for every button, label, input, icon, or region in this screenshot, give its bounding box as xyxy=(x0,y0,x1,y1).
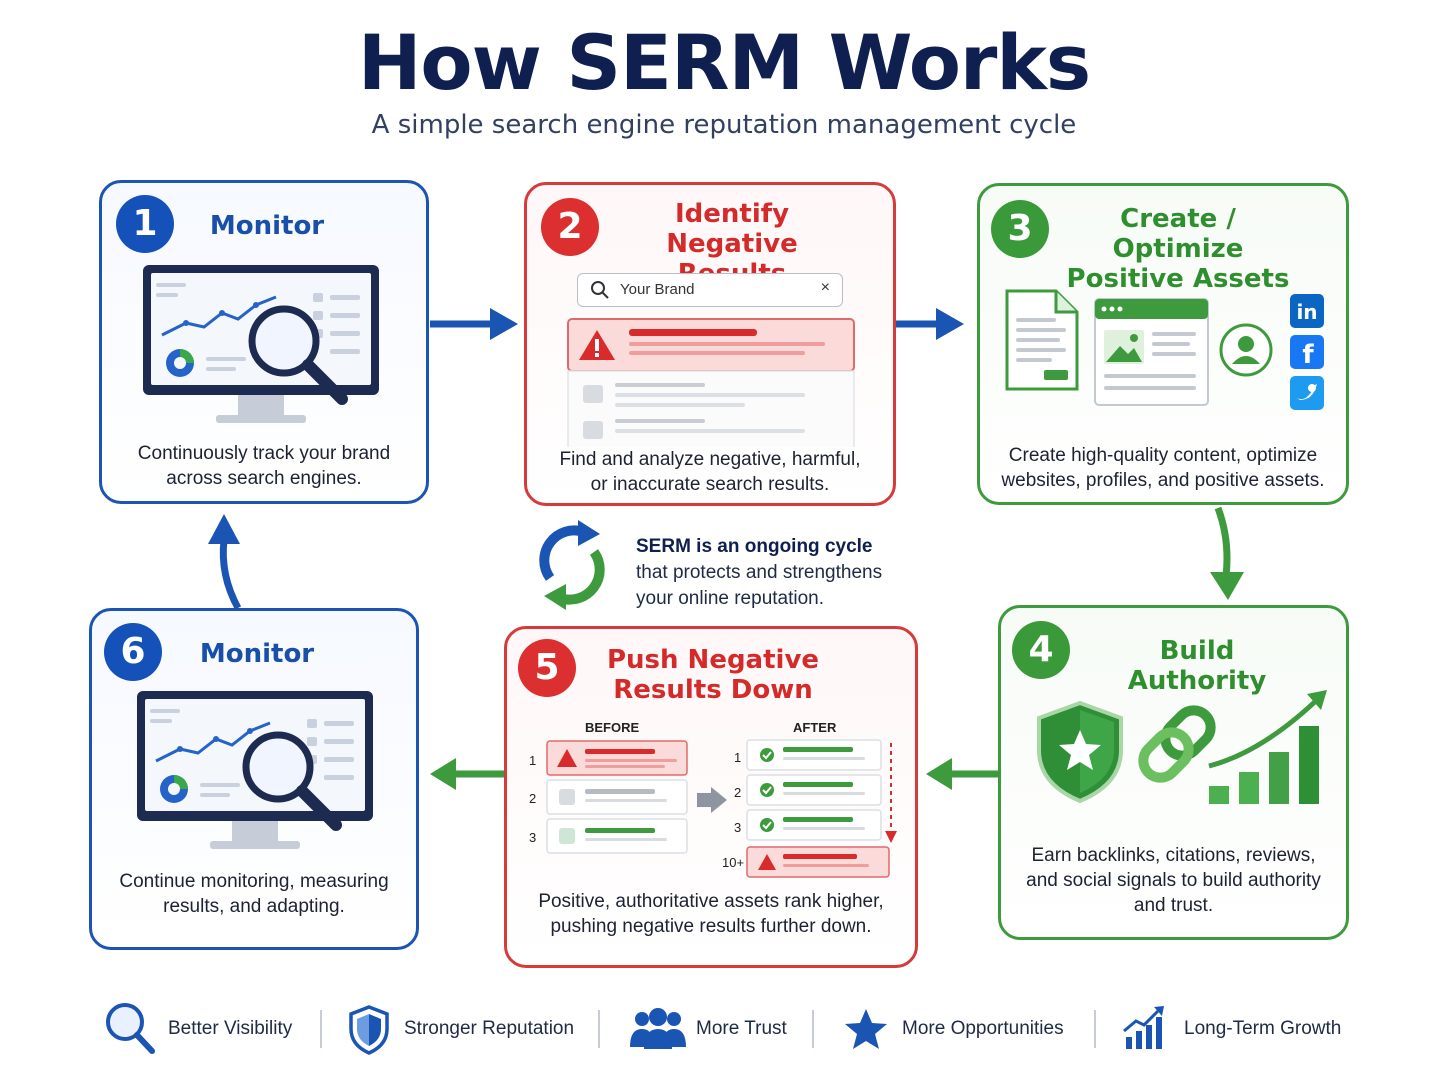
clear-icon[interactable]: × xyxy=(820,279,830,296)
twitter-icon xyxy=(1290,376,1324,410)
svg-text:in: in xyxy=(1296,300,1317,324)
cycle-note: SERM is an ongoing cycle that protects a… xyxy=(636,536,883,609)
benefit-more-opportunities: More Opportunities xyxy=(844,995,1074,1065)
benefit-label: More Trust xyxy=(696,1018,787,1039)
arrow-1-to-2 xyxy=(430,308,518,340)
search-text: Your Brand xyxy=(620,281,695,298)
svg-text:f: f xyxy=(1302,340,1314,369)
monitor-magnifier-icon xyxy=(143,265,379,423)
after-rank: 2 xyxy=(734,785,742,800)
before-rank: 3 xyxy=(529,830,537,845)
after-label: AFTER xyxy=(793,720,837,735)
negative-result-list xyxy=(567,318,855,447)
before-label: BEFORE xyxy=(585,720,640,735)
benefit-better-visibility: Better Visibility xyxy=(104,995,304,1065)
benefit-stronger-reputation: Stronger Reputation xyxy=(348,995,578,1065)
after-rank: 1 xyxy=(734,750,742,765)
people-icon xyxy=(630,1008,686,1049)
divider xyxy=(320,1010,322,1048)
arrow-2-to-3 xyxy=(896,308,964,340)
magnifier-icon xyxy=(106,1003,155,1054)
before-after-ranking xyxy=(546,739,897,878)
monitor-magnifier-icon xyxy=(137,691,373,849)
divider xyxy=(1094,1010,1096,1048)
facebook-icon: f xyxy=(1290,335,1324,369)
step-6-title: Monitor xyxy=(199,639,315,669)
step-1-title: Monitor xyxy=(209,211,325,241)
linkedin-icon: in xyxy=(1290,294,1324,328)
step-5-card: 5 Push Negative Results Down BEFORE AFTE… xyxy=(504,626,918,968)
step-6-desc: Continue monitoring, measuring results, … xyxy=(119,871,389,917)
step-3-card: 3 Create / Optimize Positive Assets in xyxy=(977,183,1349,505)
step-4-card: 4 Build Authority Earn backlinks, citati… xyxy=(998,605,1349,940)
step-4-desc: Earn backlinks, citations, reviews, and … xyxy=(1026,845,1321,916)
shield-icon xyxy=(349,1005,389,1055)
step-3-badge: 3 xyxy=(991,200,1049,258)
benefit-label: Better Visibility xyxy=(168,1018,293,1039)
step-6-card: 6 Monitor Continue monitoring, measuring… xyxy=(89,608,419,950)
step-2-desc: Find and analyze negative, harmful, or i… xyxy=(559,449,861,495)
step-2-badge: 2 xyxy=(541,198,599,256)
cycle-note-bold: SERM is an ongoing cycle xyxy=(636,536,873,557)
step-1-desc: Continuously track your brand across sea… xyxy=(137,443,391,489)
step-2-card: 2 Identify Negative Results Your Brand ×… xyxy=(524,182,896,506)
benefit-label: Stronger Reputation xyxy=(404,1018,575,1039)
benefit-label: Long-Term Growth xyxy=(1184,1018,1342,1039)
step-5-badge: 5 xyxy=(518,639,576,697)
benefits-bar: Better Visibility Stronger Reputation Mo… xyxy=(0,995,1448,1065)
document-icon xyxy=(1005,289,1079,391)
step-1-badge: 1 xyxy=(116,195,174,253)
arrow-3-to-4 xyxy=(1210,506,1244,600)
star-icon xyxy=(845,1009,887,1049)
divider xyxy=(812,1010,814,1048)
brand-search-input[interactable]: Your Brand × xyxy=(577,273,843,307)
step-4-title: Build Authority xyxy=(1127,636,1267,696)
arrow-4-to-5 xyxy=(926,758,998,790)
step-5-title: Push Negative Results Down xyxy=(606,645,820,705)
benefit-label: More Opportunities xyxy=(902,1018,1064,1039)
search-icon xyxy=(591,281,609,299)
step-1-card: 1 Monitor Continuously track your brand … xyxy=(99,180,429,504)
after-rank: 3 xyxy=(734,820,742,835)
refresh-cycle-icon xyxy=(539,520,605,610)
link-icon xyxy=(1138,705,1216,783)
benefit-long-term-growth: Long-Term Growth xyxy=(1122,995,1352,1065)
website-icon xyxy=(1094,298,1209,406)
growth-chart-icon xyxy=(1123,1006,1164,1049)
page-title: How SERM Works xyxy=(357,18,1091,107)
page-subtitle: A simple search engine reputation manage… xyxy=(371,110,1077,140)
before-rank: 1 xyxy=(529,753,537,768)
step-5-desc: Positive, authoritative assets rank high… xyxy=(538,891,884,937)
profile-icon xyxy=(1219,323,1273,377)
step-3-desc: Create high-quality content, optimize we… xyxy=(1001,445,1325,491)
before-rank: 2 xyxy=(529,791,537,806)
divider xyxy=(598,1010,600,1048)
benefit-more-trust: More Trust xyxy=(630,995,790,1065)
shield-star-icon xyxy=(1037,700,1123,804)
step-3-title: Create / Optimize Positive Assets xyxy=(1066,204,1290,294)
step-6-badge: 6 xyxy=(104,623,162,681)
arrow-5-to-6 xyxy=(430,758,504,790)
arrow-6-to-1 xyxy=(208,514,242,610)
growth-chart-icon xyxy=(1208,690,1327,804)
step-4-badge: 4 xyxy=(1012,621,1070,679)
after-rank: 10+ xyxy=(722,855,745,870)
